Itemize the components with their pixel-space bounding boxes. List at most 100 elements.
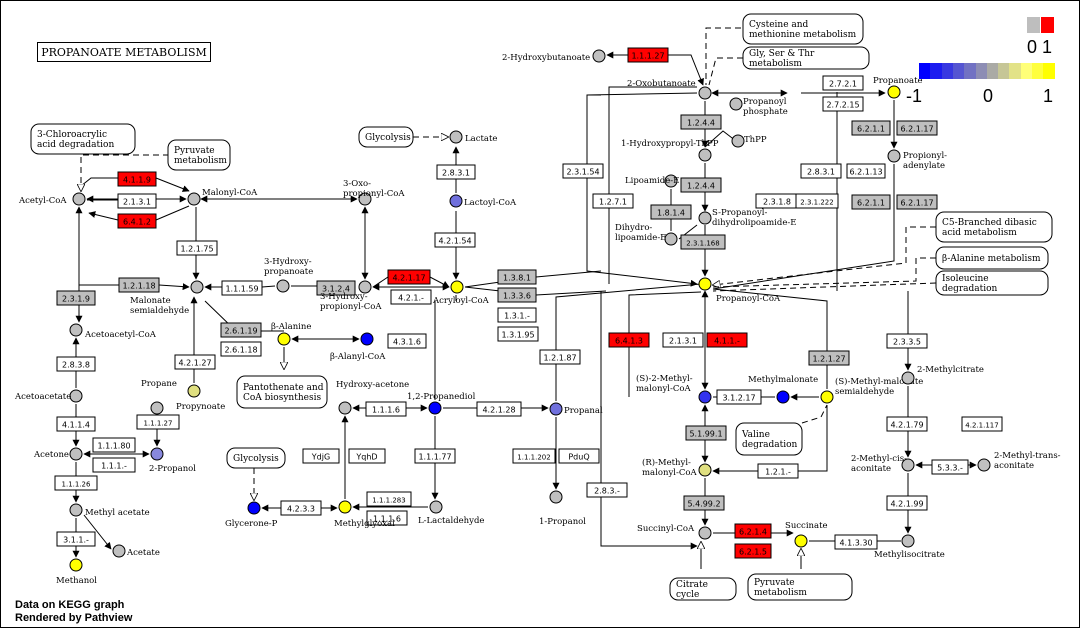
enzyme-1-1-1-6[interactable]: 1.1.1.6 <box>365 401 407 417</box>
compound-1-2-propanediol[interactable]: 1,2-Propanediol <box>407 392 476 415</box>
enzyme-4-1-1-9[interactable]: 4.1.1.9 <box>117 171 157 187</box>
enzyme-2-3-1-8[interactable]: 2.3.1.8 <box>755 193 799 209</box>
enzyme-4-2-1[interactable]: 4.2.1.- <box>390 289 432 305</box>
compound-l-lactaldehyde[interactable]: L-Lactaldehyde <box>418 500 484 526</box>
enzyme-1-1-1-202[interactable]: 1.1.1.202 <box>512 448 556 464</box>
enzyme-2-3-1-222[interactable]: 2.3.1.222 <box>795 193 839 209</box>
enzyme-3-1-1[interactable]: 3.1.1.- <box>56 531 96 547</box>
enzyme-2-8-3-8[interactable]: 2.8.3.8 <box>56 356 96 372</box>
enzyme-4-2-1-79[interactable]: 4.2.1.79 <box>886 416 928 432</box>
compound-2-methylcitrate[interactable]: 2-Methylcitrate <box>901 365 984 385</box>
enzyme-yqhd[interactable]: YqhD <box>348 448 386 464</box>
compound-succinate[interactable]: Succinate <box>785 521 828 548</box>
compound-lactate[interactable]: Lactate <box>449 130 497 144</box>
enzyme-4-2-3-3[interactable]: 4.2.3.3 <box>280 500 322 516</box>
enzyme-6-2-1-4[interactable]: 6.2.1.4 <box>734 523 772 539</box>
compound-lipoamide-e[interactable]: Lipoamide-E <box>625 174 679 188</box>
enzyme-1-2-7-1[interactable]: 1.2.7.1 <box>592 193 634 209</box>
enzyme-pduq[interactable]: PduQ <box>558 448 600 464</box>
enzyme-2-8-3-1[interactable]: 2.8.3.1 <box>800 163 842 179</box>
enzyme-2-3-1-168[interactable]: 2.3.1.168 <box>680 234 726 250</box>
enzyme-4-2-1-54[interactable]: 4.2.1.54 <box>434 232 476 248</box>
compound-methanol[interactable]: Methanol <box>56 558 97 586</box>
compound-propanoyl-coa[interactable]: Propanoyl-CoA <box>698 277 781 304</box>
enzyme-2-3-1-9[interactable]: 2.3.1.9 <box>56 290 96 306</box>
compound-acetate[interactable]: Acetate <box>112 544 160 558</box>
enzyme-6-2-1-5[interactable]: 6.2.1.5 <box>734 543 772 559</box>
compound-alanyl-coa[interactable]: β-Alanyl-CoA <box>330 332 386 362</box>
compound-propionyl-adenylate[interactable]: Propionyl-adenylate <box>887 149 947 171</box>
compound-methylglyoxal[interactable]: Methylglyoxal <box>334 500 395 529</box>
compound-propanal[interactable]: Propanal <box>549 402 603 416</box>
enzyme-1-1-1-b3-2-26[interactable]: 1.1.1.26 <box>54 475 98 491</box>
enzyme-2-8-3-1[interactable]: 2.8.3.1 <box>436 164 476 180</box>
enzyme-1-1-1-b3-2-27[interactable]: 1.1.1.27 <box>136 414 180 430</box>
compound-3-oxo-propionyl-coa[interactable]: 3-Oxo-propionyl-CoA <box>343 179 405 206</box>
enzyme-5-3-3[interactable]: 5.3.3.- <box>931 459 969 475</box>
compound-s-2-methyl-malonyl-coa[interactable]: (S)-2-Methyl-malonyl-CoA <box>636 373 712 404</box>
enzyme-1-2-1-18[interactable]: 1.2.1.18 <box>118 277 160 293</box>
enzyme-4-1-3-30[interactable]: 4.1.3.30 <box>834 534 878 550</box>
enzyme-4-1-1[interactable]: 4.1.1.- <box>706 332 748 348</box>
enzyme-1-2-1-87[interactable]: 1.2.1.87 <box>539 349 581 365</box>
compound-methyl-acetate[interactable]: Methyl acetate <box>69 503 150 518</box>
compound-acetyl-coa[interactable]: Acetyl-CoA <box>18 192 86 206</box>
enzyme-5-1-99-1[interactable]: 5.1.99.1 <box>685 425 727 441</box>
compound-acetoacetyl-coa[interactable]: Acetoacetyl-CoA <box>69 323 157 340</box>
enzyme-4-3-1-6[interactable]: 4.3.1.6 <box>387 333 427 349</box>
enzyme-6-4-1-2[interactable]: 6.4.1.2 <box>117 213 157 229</box>
compound-acetoacetate[interactable]: Acetoacetate <box>14 389 83 403</box>
enzyme-6-2-1-1[interactable]: 6.2.1.1 <box>851 120 891 136</box>
enzyme-1-1-1-6[interactable]: 1.1.1.6 <box>366 510 408 526</box>
enzyme-1-2-1-75[interactable]: 1.2.1.75 <box>176 240 218 256</box>
enzyme-1-2-4-4[interactable]: 1.2.4.4 <box>680 114 722 130</box>
compound-3-hydroxy-propionyl-coa[interactable]: 3-Hydroxy-propionyl-CoA <box>320 280 382 312</box>
enzyme-1-3-3-6[interactable]: 1.3.3.6 <box>497 287 537 303</box>
enzyme-1-1-1-27[interactable]: 1.1.1.27 <box>627 47 669 63</box>
enzyme-3-1-2-17[interactable]: 3.1.2.17 <box>716 389 762 405</box>
compound-hydroxy-acetone[interactable]: Hydroxy-acetone <box>336 380 409 415</box>
enzyme-5-4-99-2[interactable]: 5.4.99.2 <box>683 495 725 511</box>
enzyme-2-6-1-19[interactable]: 2.6.1.19 <box>220 322 262 338</box>
compound-1-hydroxypropyl-thpp[interactable]: 1-Hydroxypropyl-ThPP <box>621 139 719 162</box>
compound-methylmalonate[interactable]: Methylmalonate <box>748 375 818 404</box>
compound-1-propanol[interactable]: 1-Propanol <box>539 490 586 527</box>
enzyme-6-2-1-17[interactable]: 6.2.1.17 <box>896 120 938 136</box>
enzyme-1-1-1-59[interactable]: 1.1.1.59 <box>221 280 263 296</box>
map-alanine-metabolism[interactable]: β-Alanine metabolism <box>935 246 1049 270</box>
compound-2-oxobutanoate[interactable]: 2-Oxobutanoate <box>627 79 712 100</box>
enzyme-4-2-1-117[interactable]: 4.2.1.117 <box>961 416 1003 432</box>
enzyme-6-2-1-13[interactable]: 6.2.1.13 <box>846 163 886 179</box>
compound-3-hydroxy-propanoate[interactable]: 3-Hydroxy-propanoate <box>264 257 313 293</box>
compound-alanine[interactable]: β-Alanine <box>271 322 311 346</box>
enzyme-1-1-1-77[interactable]: 1.1.1.77 <box>414 448 456 464</box>
enzyme-4-2-1-17[interactable]: 4.2.1.17 <box>387 269 431 285</box>
compound-methylisocitrate[interactable]: Methylisocitrate <box>874 534 945 560</box>
compound-succinyl-coa[interactable]: Succinyl-CoA <box>637 524 712 540</box>
enzyme-6-2-1-17[interactable]: 6.2.1.17 <box>896 194 938 210</box>
compound-2-propanol[interactable]: 2-Propanol <box>149 447 196 474</box>
enzyme-1-3-1[interactable]: 1.3.1.- <box>497 307 537 323</box>
enzyme-3-1-2-4[interactable]: 3.1.2.4 <box>316 280 356 296</box>
enzyme-ydjg[interactable]: YdjG <box>302 448 340 464</box>
compound-malonyl-coa[interactable]: Malonyl-CoA <box>187 188 258 206</box>
enzyme-4-2-1-28[interactable]: 4.2.1.28 <box>476 401 522 417</box>
compound-lactoyl-coa[interactable]: Lactoyl-CoA <box>449 194 517 208</box>
map-glycolysis[interactable]: Glycolysis <box>226 447 286 469</box>
enzyme-1-2-1[interactable]: 1.2.1.- <box>757 463 799 479</box>
enzyme-6-2-1-1[interactable]: 6.2.1.1 <box>851 194 891 210</box>
compound-r-methyl-malonyl-coa[interactable]: (R)-Methyl-malonyl-CoA <box>642 457 712 478</box>
compound-glycerone-p[interactable]: Glycerone-P <box>225 501 278 529</box>
enzyme-1-3-1-95[interactable]: 1.3.1.95 <box>497 326 539 342</box>
enzyme-4-2-1-27[interactable]: 4.2.1.27 <box>174 354 216 370</box>
enzyme-1-1-1-283[interactable]: 1.1.1.283 <box>366 491 412 507</box>
enzyme-1-1-1[interactable]: 1.1.1.- <box>92 457 136 473</box>
enzyme-2-7-2-15[interactable]: 2.7.2.15 <box>822 96 864 112</box>
